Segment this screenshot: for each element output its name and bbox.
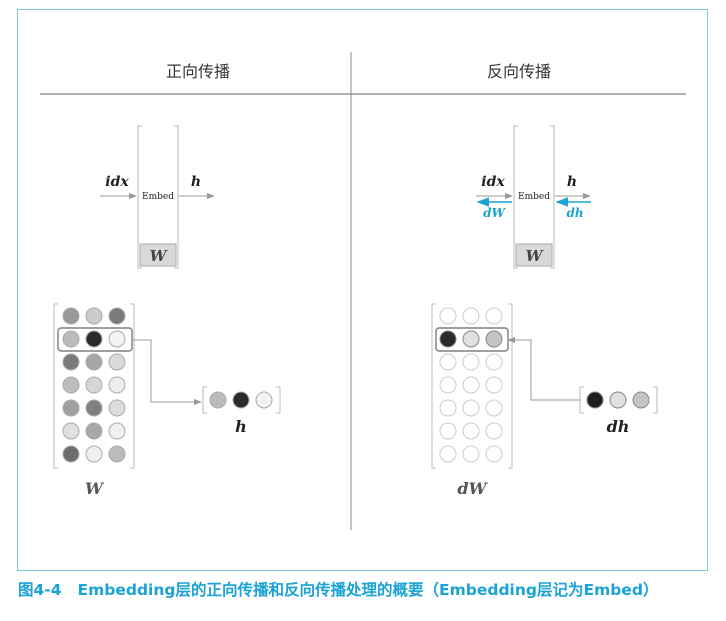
grad-matrix-cell <box>439 445 457 463</box>
forward-vector-label: h <box>235 417 247 436</box>
matrix-cell <box>62 307 80 325</box>
grad-matrix-cell <box>439 353 457 371</box>
grad-vector-cell <box>586 391 604 409</box>
backward-grad-matrix <box>431 303 513 469</box>
caption-text: Embedding层的正向传播和反向传播处理的概要（Embedding层记为Em… <box>77 581 659 599</box>
matrix-cell <box>85 376 103 394</box>
grad-matrix-cell <box>439 376 457 394</box>
backward-vector-label: dh <box>607 417 630 436</box>
backward-param-label: W <box>526 247 545 265</box>
grad-matrix-cell <box>462 376 480 394</box>
figure-frame <box>17 9 708 571</box>
grad-matrix-cell <box>485 399 503 417</box>
grad-matrix-cell <box>462 399 480 417</box>
backward-output-label: h <box>567 174 577 190</box>
grad-matrix-cell <box>439 330 457 348</box>
matrix-cell <box>85 445 103 463</box>
matrix-cell <box>108 330 126 348</box>
grad-matrix-cell <box>485 307 503 325</box>
backward-matrix-label: dW <box>457 479 488 498</box>
vector-cell <box>255 391 273 409</box>
grad-matrix-cell <box>439 422 457 440</box>
grad-vector-cell <box>609 391 627 409</box>
grad-matrix-cell <box>485 422 503 440</box>
grad-matrix-cell <box>462 422 480 440</box>
forward-title: 正向传播 <box>166 62 230 81</box>
grad-matrix-cell <box>485 330 503 348</box>
forward-input-label: idx <box>105 174 129 190</box>
matrix-cell <box>108 422 126 440</box>
grad-matrix-cell <box>485 445 503 463</box>
forward-weight-matrix <box>53 303 135 469</box>
matrix-cell <box>85 307 103 325</box>
matrix-cell <box>85 399 103 417</box>
matrix-cell <box>108 399 126 417</box>
grad-matrix-cell <box>462 353 480 371</box>
forward-param-label: W <box>150 247 169 265</box>
grad-w-label: dW <box>483 206 506 220</box>
grad-vector-cell <box>632 391 650 409</box>
forward-embed-label: Embed <box>142 192 174 202</box>
grad-matrix-cell <box>439 307 457 325</box>
grad-matrix-cell <box>462 307 480 325</box>
figure-caption: 图4-4 Embedding层的正向传播和反向传播处理的概要（Embedding层… <box>18 578 718 600</box>
grad-matrix-cell <box>485 353 503 371</box>
matrix-cell <box>62 422 80 440</box>
grad-matrix-cell <box>485 376 503 394</box>
matrix-cell <box>62 445 80 463</box>
matrix-cell <box>108 445 126 463</box>
vector-cell <box>232 391 250 409</box>
matrix-cell <box>108 376 126 394</box>
grad-matrix-cell <box>439 399 457 417</box>
matrix-cell <box>85 330 103 348</box>
forward-output-label: h <box>191 174 201 190</box>
grad-matrix-cell <box>462 445 480 463</box>
backward-embed-layer: Embed W <box>513 125 555 269</box>
matrix-cell <box>85 422 103 440</box>
backward-param-box <box>515 243 553 267</box>
backward-embed-label: Embed <box>518 192 550 202</box>
matrix-cell <box>85 353 103 371</box>
backward-title: 反向传播 <box>487 62 551 81</box>
matrix-cell <box>108 307 126 325</box>
matrix-cell <box>108 353 126 371</box>
vector-cell <box>209 391 227 409</box>
forward-embed-layer: Embed W <box>137 125 179 269</box>
forward-lookup-arrow <box>132 339 202 405</box>
grad-h-label: dh <box>566 206 583 220</box>
caption-number: 图4-4 <box>18 581 62 599</box>
forward-param-box <box>139 243 177 267</box>
matrix-cell <box>62 399 80 417</box>
grad-matrix-cell <box>462 330 480 348</box>
backward-scatter-arrow <box>507 337 580 401</box>
forward-matrix-label: W <box>85 479 105 498</box>
backward-input-label: idx <box>481 174 505 190</box>
matrix-cell <box>62 330 80 348</box>
forward-output-vector <box>202 386 281 414</box>
backward-grad-vector <box>579 386 658 414</box>
matrix-cell <box>62 376 80 394</box>
matrix-cell <box>62 353 80 371</box>
